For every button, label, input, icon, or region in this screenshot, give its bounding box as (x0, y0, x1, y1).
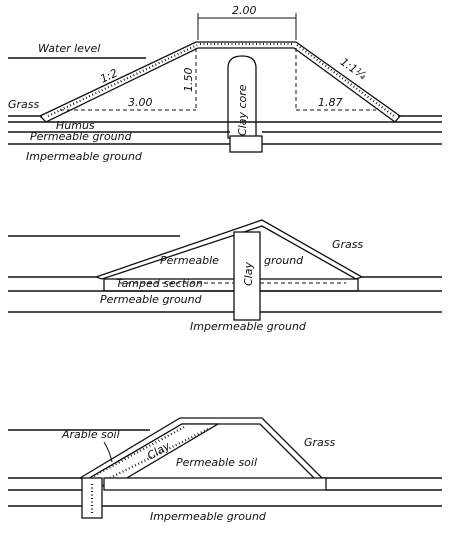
grass-label-2: Grass (332, 238, 364, 251)
crest-width-label: 2.00 (232, 4, 257, 17)
clay-wall (233, 231, 261, 321)
clay-wall-label: Clay (242, 262, 255, 286)
figure-1-clay-core-dam: 2.00 Water level 1:2 1:1¼ 1.50 3.00 1.87… (8, 4, 442, 163)
tamped-section-label: Tamped section (116, 277, 203, 290)
left-base-dimension-label: 3.00 (128, 96, 153, 109)
grass-label-3: Grass (304, 436, 336, 449)
grass-label: Grass (8, 98, 40, 111)
water-level-label: Water level (38, 42, 100, 55)
permeable-ground-label-2: Permeable ground (100, 293, 203, 306)
impermeable-ground-label-2: Impermeable ground (190, 320, 307, 333)
permeable-ground-label: Permeable ground (30, 130, 133, 143)
clay-core-key (229, 135, 263, 153)
permeable-label-b: ground (264, 254, 304, 267)
embankment-body-2 (93, 219, 364, 280)
clay-core-label: Clay core (236, 84, 249, 136)
permeable-soil-label: Permeable soil (176, 456, 257, 469)
humus-label: Humus (56, 119, 95, 132)
impermeable-ground-label-3: Impermeable ground (150, 510, 267, 523)
right-base-dimension-label: 1.87 (318, 96, 343, 109)
height-dimension-label: 1.50 (182, 68, 195, 93)
permeable-label-a: Permeable (160, 254, 219, 267)
impermeable-ground-label: Impermeable ground (26, 150, 143, 163)
permeable-base-section (103, 477, 327, 491)
figure-3-sloping-clay-dam: Arable soil Clay Grass Permeable soil Im… (8, 417, 442, 523)
figure-2-tamped-section-dam: Clay Grass Permeable ground Tamped secti… (8, 219, 442, 333)
clay-core (227, 55, 257, 139)
grass-cover-right-slope (296, 44, 395, 117)
arable-soil-label: Arable soil (61, 428, 120, 441)
arable-soil-leader (103, 441, 113, 463)
